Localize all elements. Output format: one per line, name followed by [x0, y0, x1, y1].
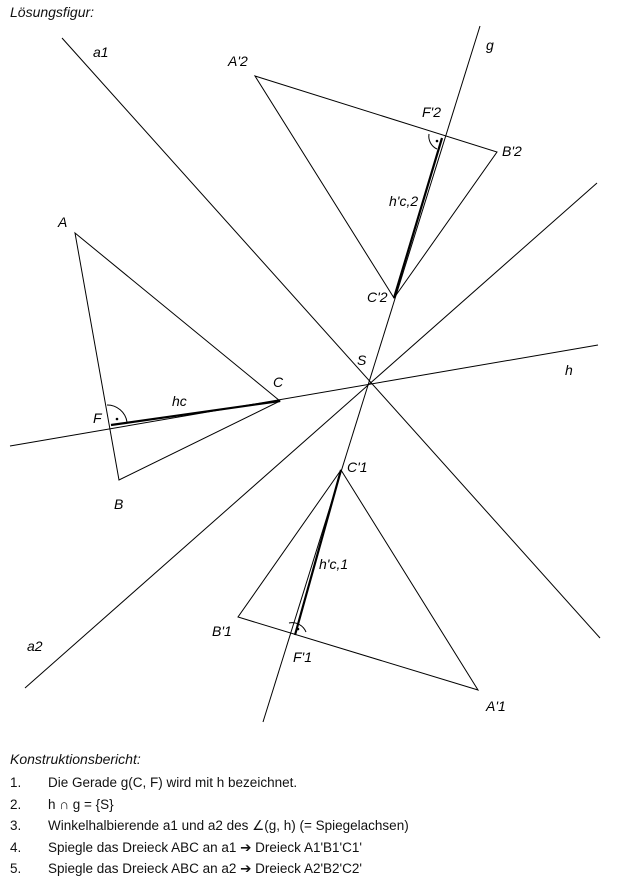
label-A1: A'1 [485, 698, 506, 714]
triangle-ABC [74, 231, 281, 481]
right-angle-F [106, 404, 128, 423]
label-a2: a2 [27, 638, 43, 654]
right-angle-F2 [428, 133, 438, 150]
report-title: Konstruktionsbericht: [10, 751, 141, 767]
label-hc1: h'c,1 [319, 556, 348, 572]
label-h: h [565, 362, 573, 378]
label-C2: C'2 [367, 289, 388, 305]
label-B: B [114, 496, 123, 512]
step-text: Die Gerade g(C, F) wird mit h bezeichnet… [48, 775, 298, 790]
report-step: 2. h ∩ g = {S} [10, 797, 409, 819]
label-F: F [93, 410, 103, 426]
step-text: Spiegle das Dreieck ABC an a2 ➔ Dreieck … [48, 861, 362, 876]
report-steps: 1. Die Gerade g(C, F) wird mit h bezeichn… [10, 775, 409, 883]
step-text: Winkelhalbierende a1 und a2 des ∠(g, h) … [48, 818, 409, 833]
step-number: 5. [10, 861, 22, 876]
construction-figure: a1 a2 g h S A B C F hc A'1 B'1 C'1 F'1 h… [9, 25, 601, 723]
label-F1: F'1 [293, 649, 312, 665]
label-hc2: h'c,2 [389, 193, 418, 209]
altitude-hc [110, 399, 281, 427]
report-step: 3. Winkelhalbierende a1 und a2 des ∠(g, h… [10, 818, 409, 840]
line-g [262, 25, 481, 723]
label-g: g [486, 37, 494, 53]
step-text: h ∩ g = {S} [48, 796, 114, 812]
step-number: 1. [10, 775, 22, 790]
triangle-A2B2C2 [253, 75, 498, 299]
label-F2: F'2 [422, 104, 441, 120]
label-S: S [357, 352, 367, 368]
label-B1: B'1 [212, 623, 232, 639]
step-number: 2. [10, 796, 22, 812]
figure-header: Lösungsfigur: [10, 4, 95, 20]
label-hc: hc [172, 393, 187, 409]
right-angle-F1 [288, 622, 307, 633]
step-number: 4. [10, 839, 22, 855]
label-A: A [57, 214, 67, 230]
right-angle-dot-F1 [296, 627, 300, 631]
line-a1 [61, 37, 601, 639]
step-number: 3. [10, 818, 22, 833]
triangle-A1B1C1 [237, 469, 480, 691]
label-C: C [273, 374, 284, 390]
step-text: Spiegle das Dreieck ABC an a1 ➔ Dreieck … [48, 839, 362, 855]
report-step: 4. Spiegle das Dreieck ABC an a1 ➔ Dreiec… [10, 840, 409, 862]
right-angle-dot-F2 [435, 139, 439, 143]
line-h [9, 344, 599, 447]
report-step: 1. Die Gerade g(C, F) wird mit h bezeichn… [10, 775, 409, 797]
altitude-hc2 [392, 137, 444, 299]
report-step: 5. Spiegle das Dreieck ABC an a2 ➔ Dreiec… [10, 861, 409, 883]
right-angle-dot-F [115, 417, 119, 421]
line-a2 [24, 182, 598, 689]
label-a1: a1 [93, 44, 109, 60]
label-C1: C'1 [347, 459, 368, 475]
label-B2: B'2 [502, 143, 522, 159]
altitude-hc1 [293, 469, 343, 636]
label-A2: A'2 [227, 53, 248, 69]
